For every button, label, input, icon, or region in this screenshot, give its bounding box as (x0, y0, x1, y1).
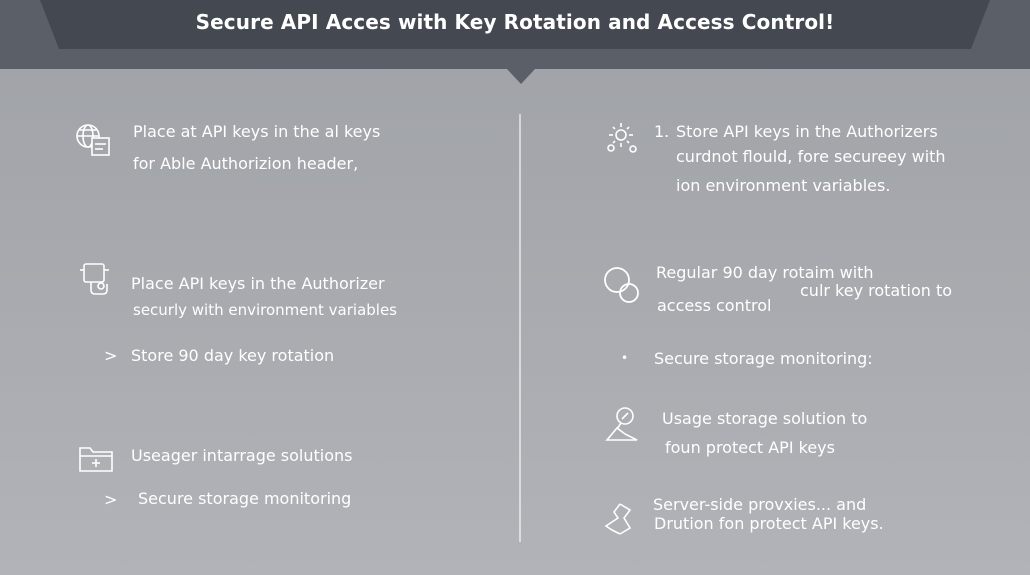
right-item4-line1: Server-side provxies... and (653, 495, 867, 514)
right-item1-line2: curdnot flould, fore secureey with (676, 147, 946, 166)
right-item2-line2: culr key rotation to (800, 281, 953, 300)
right-bullet1-text: Secure storage monitoring: (654, 349, 873, 368)
left-bullet2-text: Secure storage monitoring (138, 489, 352, 508)
right-item1-number: 1. (654, 122, 670, 141)
header-pointer (507, 69, 535, 84)
page-title: Secure API Acces with Key Rotation and A… (195, 10, 835, 34)
overlapping-circles-icon (602, 265, 642, 305)
left-item2-line2: securly with environment variables (133, 301, 397, 319)
left-item2-line1: Place API keys in the Authorizer (131, 274, 385, 293)
right-item2-line3: access control (657, 296, 772, 315)
right-item3-line1: Usage storage solution to (662, 409, 868, 428)
left-item1-line2: for Able Authorizion header, (133, 154, 359, 173)
tablet-hand-icon (77, 258, 117, 298)
left-item1-line1: Place at API keys in the al keys (133, 122, 381, 141)
column-divider (519, 114, 521, 542)
right-item3-line2: foun protect API keys (665, 438, 835, 457)
left-bullet1-text: Store 90 day key rotation (131, 346, 335, 365)
right-item1-line3: ion environment variables. (676, 176, 891, 195)
right-bullet1-marker: • (621, 351, 629, 365)
globe-document-icon (73, 120, 113, 160)
folder-plus-icon (76, 438, 116, 478)
right-item4-line2: Drution fon protect API keys. (654, 514, 884, 533)
pin-triangle-icon (603, 404, 643, 444)
gear-cluster-icon (603, 118, 643, 158)
left-item3-text: Useager intarrage solutions (131, 446, 353, 465)
title-banner (40, 0, 990, 49)
hourglass-icon (600, 498, 640, 538)
right-item1-line1: Store API keys in the Authorizers (676, 122, 938, 141)
left-bullet1-marker: > (104, 346, 118, 365)
left-bullet2-marker: > (104, 490, 118, 509)
right-item2-line1: Regular 90 day rotaim with (656, 263, 874, 282)
